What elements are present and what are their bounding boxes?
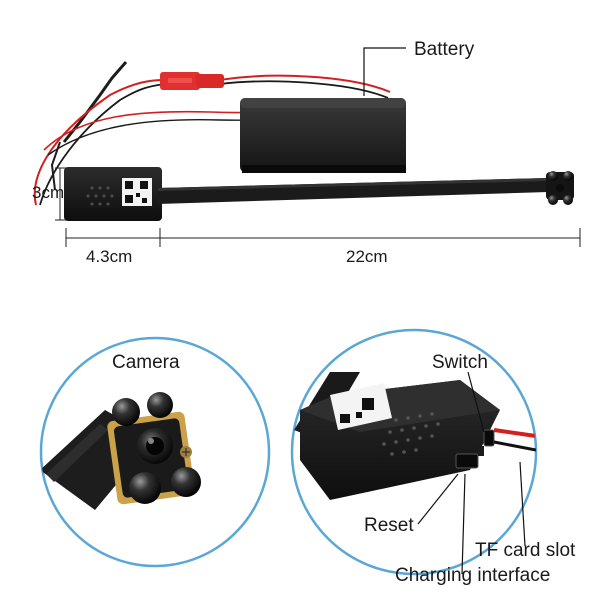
red-connector xyxy=(160,72,224,90)
camera-module xyxy=(64,167,162,221)
width-dimension-label: 4.3cm xyxy=(86,247,133,266)
camera-head-small xyxy=(546,171,574,205)
switch-label: Switch xyxy=(432,352,488,373)
callout-lines xyxy=(417,371,526,575)
battery-label: Battery xyxy=(414,39,475,60)
reset-label: Reset xyxy=(364,515,414,536)
charging-interface-label: Charging interface xyxy=(395,565,551,586)
battery-pack xyxy=(240,98,406,173)
camera-closeup xyxy=(41,392,201,510)
cable-length-label: 22cm xyxy=(346,247,388,266)
dimension-lines xyxy=(55,167,581,247)
tf-card-slot-label: TF card slot xyxy=(475,540,576,561)
battery-leader-line xyxy=(363,47,406,96)
red-wires xyxy=(33,74,391,206)
height-dimension-label: 3cm xyxy=(32,183,65,202)
ribbon-cable xyxy=(158,178,548,204)
module-closeup xyxy=(294,330,536,500)
camera-label: Camera xyxy=(112,352,180,373)
